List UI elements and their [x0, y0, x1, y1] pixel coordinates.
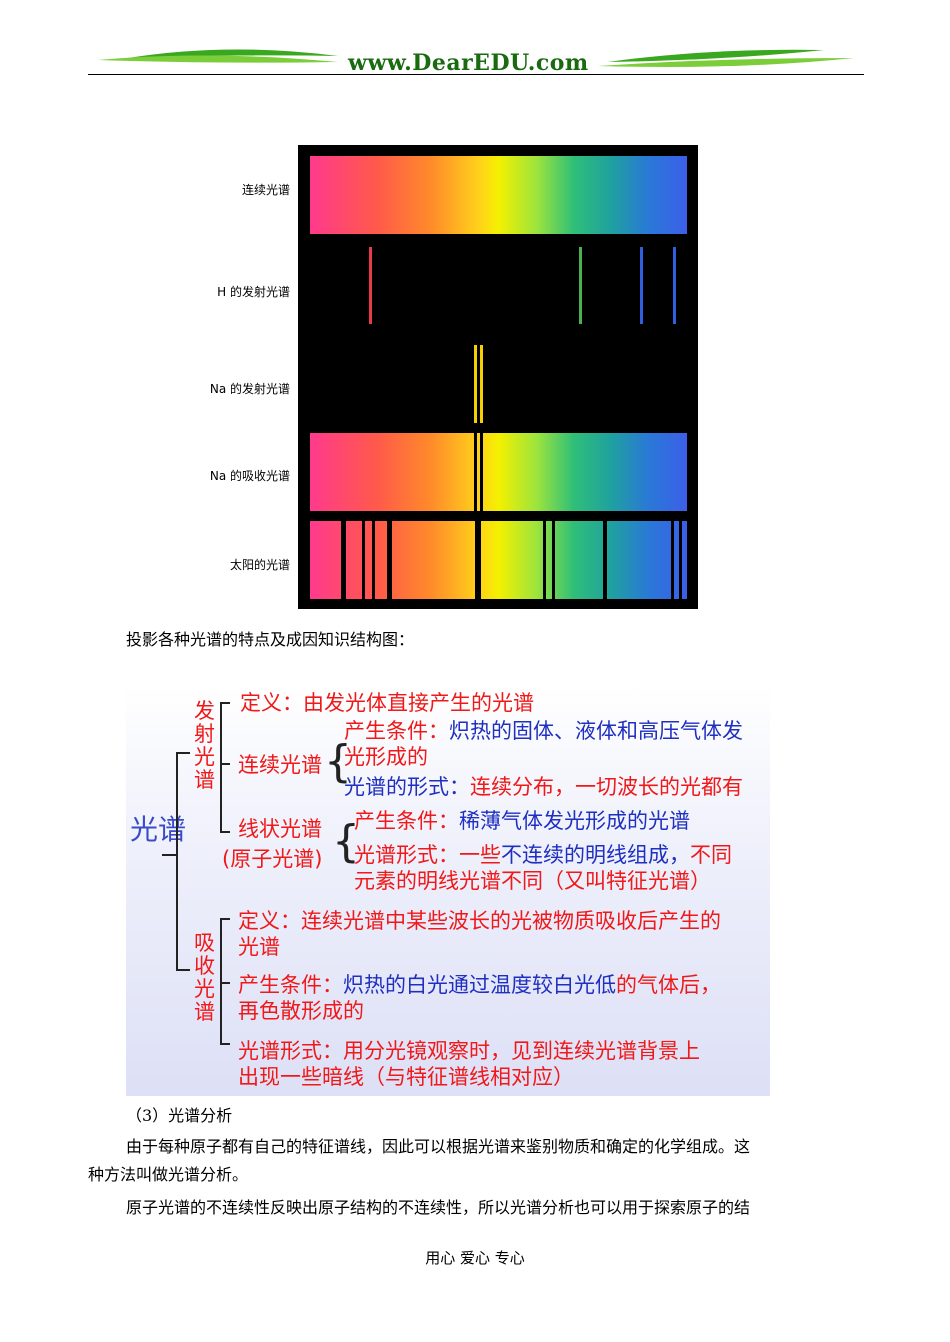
continuous-condition-cont: 光形成的 [344, 745, 428, 769]
form-text: 不同 [690, 843, 732, 867]
brace-icon: { [324, 736, 352, 787]
solar-spectrum-band [310, 521, 687, 599]
condition-label: 产生条件： [238, 973, 343, 997]
tree-connector [220, 1043, 230, 1045]
emission-definition: 定义：由发光体直接产生的光谱 [240, 691, 534, 715]
tree-connector [220, 918, 230, 920]
form-text: 不连续的明线组成， [501, 843, 690, 867]
line-form-cont: 元素的明线光谱不同（又叫特征光谱） [354, 869, 711, 893]
label-sun-spectrum: 太阳的光谱 [229, 558, 290, 572]
line-spectrum-subtitle: (原子光谱) [222, 847, 323, 871]
absorption-form-cont: 出现一些暗线（与特征谱线相对应） [238, 1065, 574, 1089]
paragraph-line: 种方法叫做光谱分析。 [88, 1165, 249, 1184]
condition-text: 炽热的白光通过温度较白光低 [343, 973, 616, 997]
na-emission-line [480, 345, 483, 423]
line-condition: 产生条件：稀薄气体发光形成的光谱 [354, 808, 690, 834]
na-absorption-band [310, 433, 687, 511]
label-continuous-spectrum: 连续光谱 [241, 183, 290, 197]
paragraph-line: 由于每种原子都有自己的特征谱线，因此可以根据光谱来鉴别物质和确定的化学组成。这 [126, 1137, 751, 1156]
h-emission-line [369, 247, 372, 324]
emission-spectrum-title: 发射光谱 [194, 699, 215, 792]
absorption-definition-cont: 光谱 [238, 935, 280, 959]
fraunhofer-line [679, 521, 682, 599]
diagram-root: 光谱 [130, 813, 187, 846]
brace-icon: { [332, 816, 360, 867]
absorption-dark-line [474, 433, 477, 511]
tree-connector [162, 854, 176, 856]
continuous-condition: 产生条件：炽热的固体、液体和高压气体发 [344, 718, 743, 744]
fraunhofer-line [603, 521, 607, 599]
absorption-condition: 产生条件：炽热的白光通过温度较白光低的气体后， [238, 972, 721, 998]
tree-connector [220, 831, 230, 833]
condition-text: 的气体后， [616, 973, 721, 997]
fraunhofer-line [362, 521, 365, 599]
grass-decoration-icon [98, 49, 854, 67]
fraunhofer-line [671, 521, 674, 599]
line-spectrum-title: 线状光谱 [238, 817, 322, 841]
continuous-spectrum-title: 连续光谱 [238, 753, 322, 777]
diagram-caption: 投影各种光谱的特点及成因知识结构图： [126, 630, 415, 649]
section-heading: （3）光谱分析 [126, 1106, 233, 1125]
form-label: 光谱的形式： [344, 775, 470, 799]
form-text: 一些 [459, 843, 501, 867]
fraunhofer-line [372, 521, 375, 599]
line-form: 光谱形式：一些不连续的明线组成，不同 [354, 842, 732, 868]
condition-label: 产生条件： [344, 719, 449, 743]
continuous-form: 光谱的形式：连续分布，一切波长的光都有 [344, 774, 743, 800]
header-rule [88, 74, 864, 75]
h-emission-line [673, 247, 676, 324]
tree-connector [220, 702, 222, 832]
fraunhofer-line [475, 521, 481, 599]
header-banner [88, 36, 864, 80]
continuous-spectrum-band [310, 156, 687, 234]
tree-connector [220, 918, 222, 1044]
label-h-emission: H 的发射光谱 [217, 285, 290, 299]
page-footer: 用心 爱心 专心 [425, 1249, 525, 1267]
tree-connector [176, 969, 190, 971]
paragraph-line: 原子光谱的不连续性反映出原子结构的不连续性，所以光谱分析也可以用于探索原子的结 [126, 1198, 751, 1217]
tree-connector [176, 752, 190, 754]
fraunhofer-line [543, 521, 546, 599]
na-emission-line [474, 345, 477, 423]
absorption-definition: 定义：连续光谱中某些波长的光被物质吸收后产生的 [238, 909, 721, 933]
condition-text: 炽热的固体、液体和高压气体发 [449, 719, 743, 743]
tree-connector [220, 982, 230, 984]
label-na-emission: Na 的发射光谱 [209, 382, 290, 396]
form-text: 连续分布，一切波长的光都有 [470, 775, 743, 799]
condition-label: 产生条件： [354, 809, 459, 833]
condition-text: 稀薄气体发光形成的光谱 [459, 809, 690, 833]
form-label: 光谱形式： [354, 843, 459, 867]
absorption-form: 光谱形式：用分光镜观察时，见到连续光谱背景上 [238, 1039, 700, 1063]
absorption-dark-line [480, 433, 483, 511]
label-na-absorption: Na 的吸收光谱 [209, 469, 290, 483]
knowledge-diagram: 光谱 发射光谱 定义：由发光体直接产生的光谱 连续光谱 { 产生条件：炽热的固体… [126, 686, 770, 1096]
absorption-condition-cont: 再色散形成的 [238, 999, 364, 1023]
h-emission-line [640, 247, 643, 324]
tree-connector [220, 702, 230, 704]
fraunhofer-line [387, 521, 392, 599]
h-emission-line [579, 247, 582, 324]
absorption-spectrum-title: 吸收光谱 [194, 931, 215, 1024]
fraunhofer-line [552, 521, 555, 599]
tree-connector [220, 763, 230, 765]
tree-connector [176, 752, 178, 970]
fraunhofer-line [341, 521, 346, 599]
site-url: www.DearEDU.com [348, 50, 589, 76]
